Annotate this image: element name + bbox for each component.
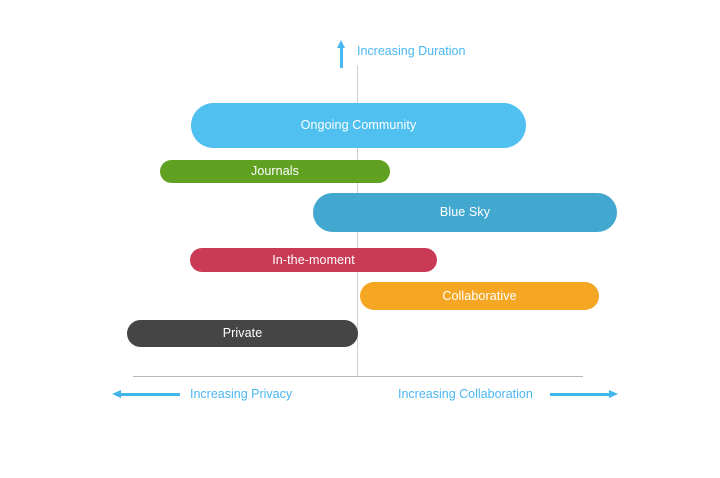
bar-label: Collaborative xyxy=(442,288,517,303)
horizontal-axis-line xyxy=(133,376,583,377)
arrow-left-icon xyxy=(112,390,180,399)
bar-blue-sky[interactable]: Blue Sky xyxy=(313,193,617,232)
bar-private[interactable]: Private xyxy=(127,320,358,347)
duration-axis-label: Increasing Duration xyxy=(357,44,466,58)
arrow-up-head xyxy=(337,40,345,48)
bar-label: Blue Sky xyxy=(439,205,491,220)
bar-collaborative[interactable]: Collaborative xyxy=(360,282,599,310)
bar-journals[interactable]: Journals xyxy=(160,160,390,183)
arrow-left-shaft xyxy=(120,393,180,396)
collaboration-axis-label: Increasing Collaboration xyxy=(398,387,533,401)
bar-label: Private xyxy=(222,326,263,341)
arrow-up-icon xyxy=(337,40,346,68)
arrow-up-shaft xyxy=(340,47,343,68)
privacy-axis-label: Increasing Privacy xyxy=(190,387,293,401)
arrow-right-head xyxy=(609,390,618,398)
arrow-left-head xyxy=(112,390,121,398)
bar-label: Journals xyxy=(250,164,300,179)
bar-label: Ongoing Community xyxy=(300,118,417,133)
bar-in-the-moment[interactable]: In-the-moment xyxy=(190,248,437,272)
arrow-right-shaft xyxy=(550,393,610,396)
arrow-right-icon xyxy=(550,390,618,399)
bar-label: In-the-moment xyxy=(272,252,355,267)
bar-ongoing-community[interactable]: Ongoing Community xyxy=(191,103,526,148)
